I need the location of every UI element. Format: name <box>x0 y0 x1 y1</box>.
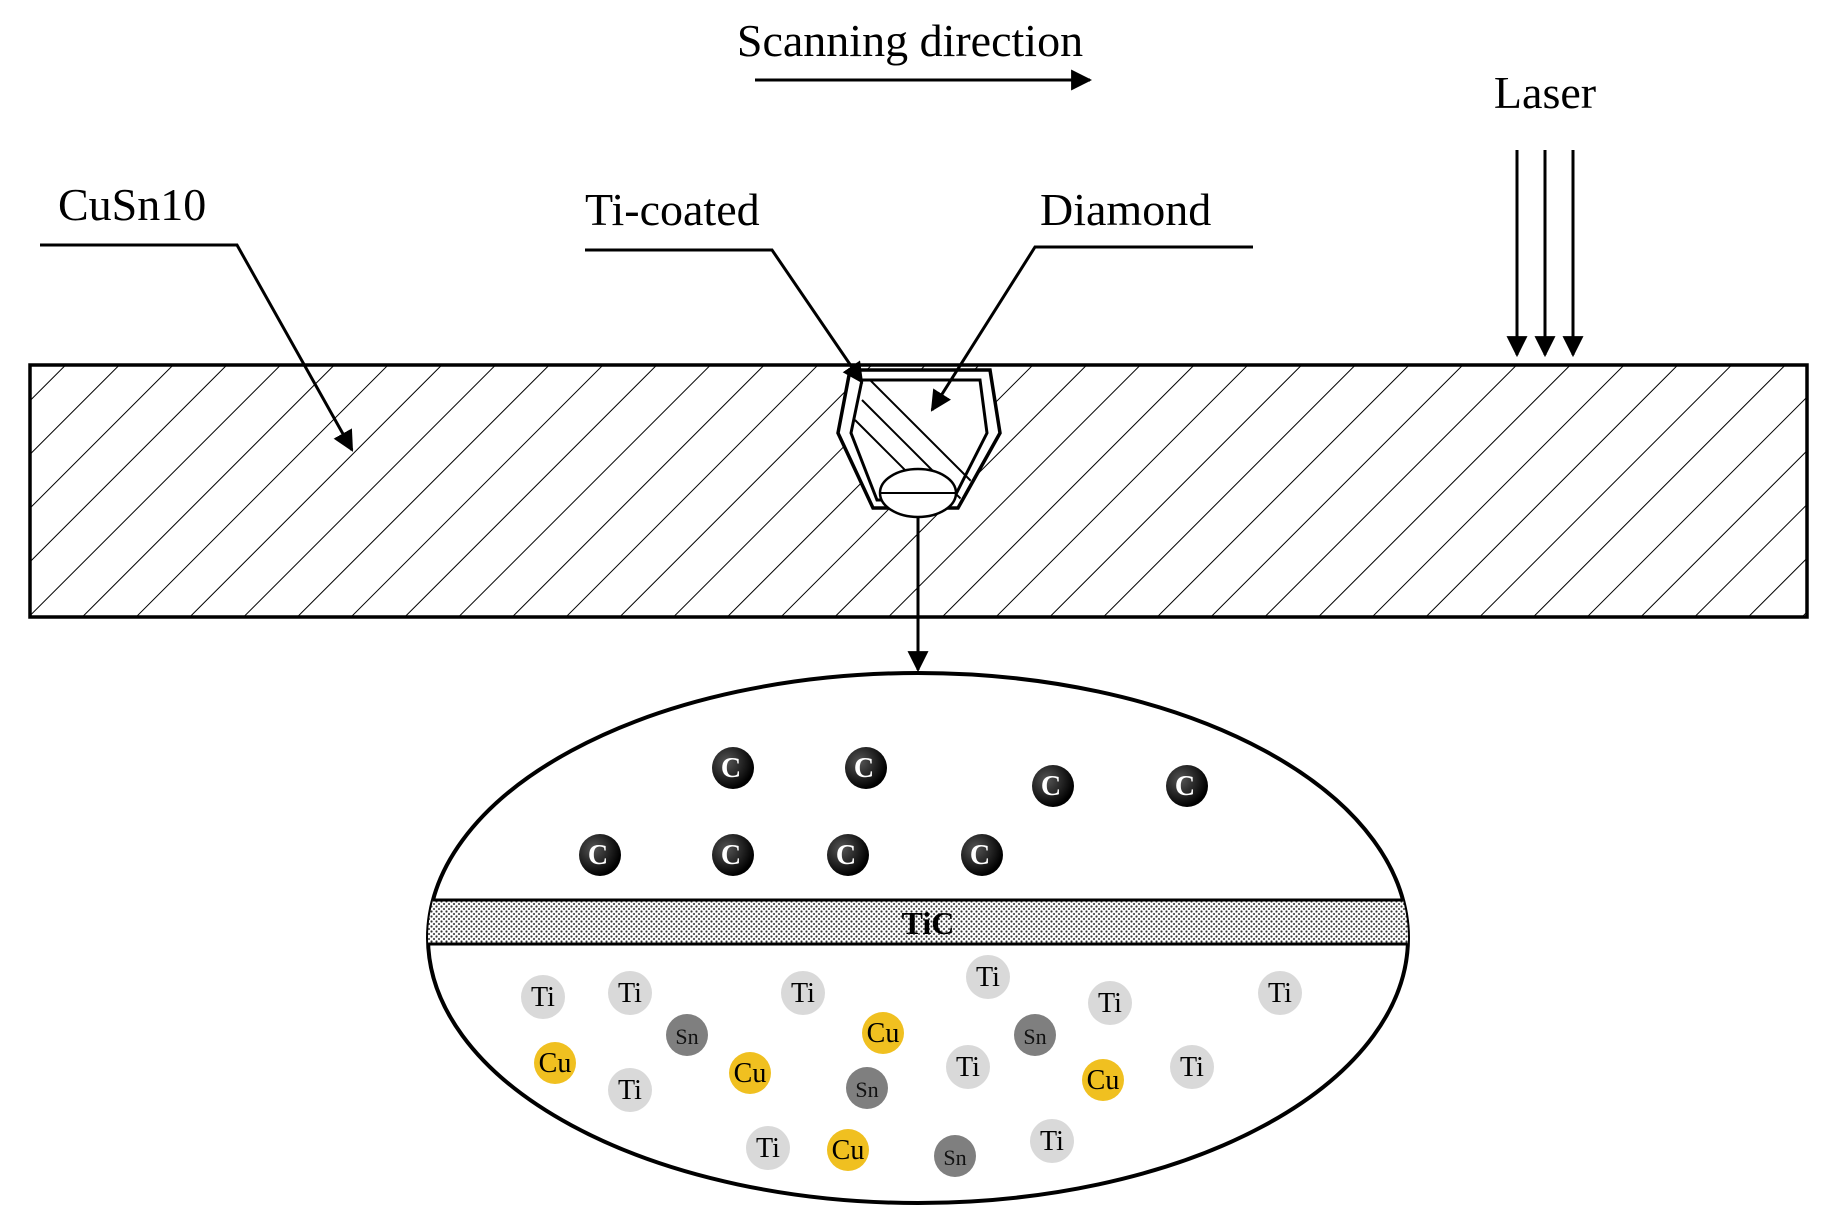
ti-atom-label: Ti <box>756 1133 780 1164</box>
ti-atom: Ti <box>608 971 652 1015</box>
sn-atom: Sn <box>934 1135 976 1177</box>
carbon-atom: C <box>1032 765 1074 807</box>
carbon-atoms: C C C C C C C C <box>579 747 1208 876</box>
ti-atom: Ti <box>608 1068 652 1112</box>
laser-label: Laser <box>1494 67 1596 118</box>
carbon-atom-label: C <box>721 840 741 871</box>
cu-atom-label: Cu <box>1087 1065 1120 1096</box>
sn-atom-label: Sn <box>855 1077 878 1102</box>
cusn10-label: CuSn10 <box>58 179 206 230</box>
ti-atom-label: Ti <box>976 962 1000 993</box>
carbon-atom: C <box>579 834 621 876</box>
carbon-atom: C <box>827 834 869 876</box>
ti-atom-label: Ti <box>1180 1052 1204 1083</box>
sn-atom-label: Sn <box>1023 1024 1046 1049</box>
sn-atom: Sn <box>666 1014 708 1056</box>
sn-atom: Sn <box>846 1067 888 1109</box>
cu-atom: Cu <box>862 1012 904 1054</box>
carbon-atom-label: C <box>1041 771 1061 802</box>
cu-atom: Cu <box>1082 1059 1124 1101</box>
carbon-atom-label: C <box>836 840 856 871</box>
ti-coated-leader <box>585 248 864 384</box>
cu-atom-label: Cu <box>832 1135 865 1166</box>
tic-label: TiC <box>902 905 955 941</box>
carbon-atom-label: C <box>721 753 741 784</box>
ti-atom-label: Ti <box>618 978 642 1009</box>
carbon-atom: C <box>1166 765 1208 807</box>
sn-atom-label: Sn <box>675 1024 698 1049</box>
carbon-atom-label: C <box>970 840 990 871</box>
cu-atom-label: Cu <box>867 1018 900 1049</box>
carbon-atom: C <box>961 834 1003 876</box>
cu-atom: Cu <box>534 1042 576 1084</box>
ti-atom: Ti <box>781 971 825 1015</box>
ti-atom-label: Ti <box>791 978 815 1009</box>
ti-atom-label: Ti <box>956 1052 980 1083</box>
ti-atom: Ti <box>966 955 1010 999</box>
ti-atom-label: Ti <box>1040 1126 1064 1157</box>
tic-layer <box>428 900 1408 944</box>
ti-atom: Ti <box>521 975 565 1019</box>
sn-atom-label: Sn <box>943 1145 966 1170</box>
cu-atom: Cu <box>729 1052 771 1094</box>
scanning-direction-label: Scanning direction <box>737 15 1083 66</box>
carbon-atom: C <box>845 747 887 789</box>
sn-atom: Sn <box>1014 1014 1056 1056</box>
ti-coated-label: Ti-coated <box>585 184 760 235</box>
ti-atom-label: Ti <box>1098 988 1122 1019</box>
ti-atom: Ti <box>1088 981 1132 1025</box>
cu-atom-label: Cu <box>539 1048 572 1079</box>
ti-atom: Ti <box>1258 971 1302 1015</box>
carbon-atom-label: C <box>854 753 874 784</box>
cu-atom-label: Cu <box>734 1058 767 1089</box>
cu-atom: Cu <box>827 1129 869 1171</box>
carbon-atom-label: C <box>588 840 608 871</box>
carbon-atom: C <box>712 747 754 789</box>
diamond-label: Diamond <box>1040 184 1211 235</box>
ti-atom-label: Ti <box>618 1075 642 1106</box>
ti-atom: Ti <box>1170 1045 1214 1089</box>
ti-atom-label: Ti <box>1268 978 1292 1009</box>
cusn10-leader <box>40 243 354 452</box>
ti-atom: Ti <box>946 1045 990 1089</box>
ti-atom: Ti <box>1030 1119 1074 1163</box>
ti-atom-label: Ti <box>531 982 555 1013</box>
diamond-leader <box>930 245 1253 412</box>
ti-atom: Ti <box>746 1126 790 1170</box>
carbon-atom-label: C <box>1175 771 1195 802</box>
carbon-atom: C <box>712 834 754 876</box>
